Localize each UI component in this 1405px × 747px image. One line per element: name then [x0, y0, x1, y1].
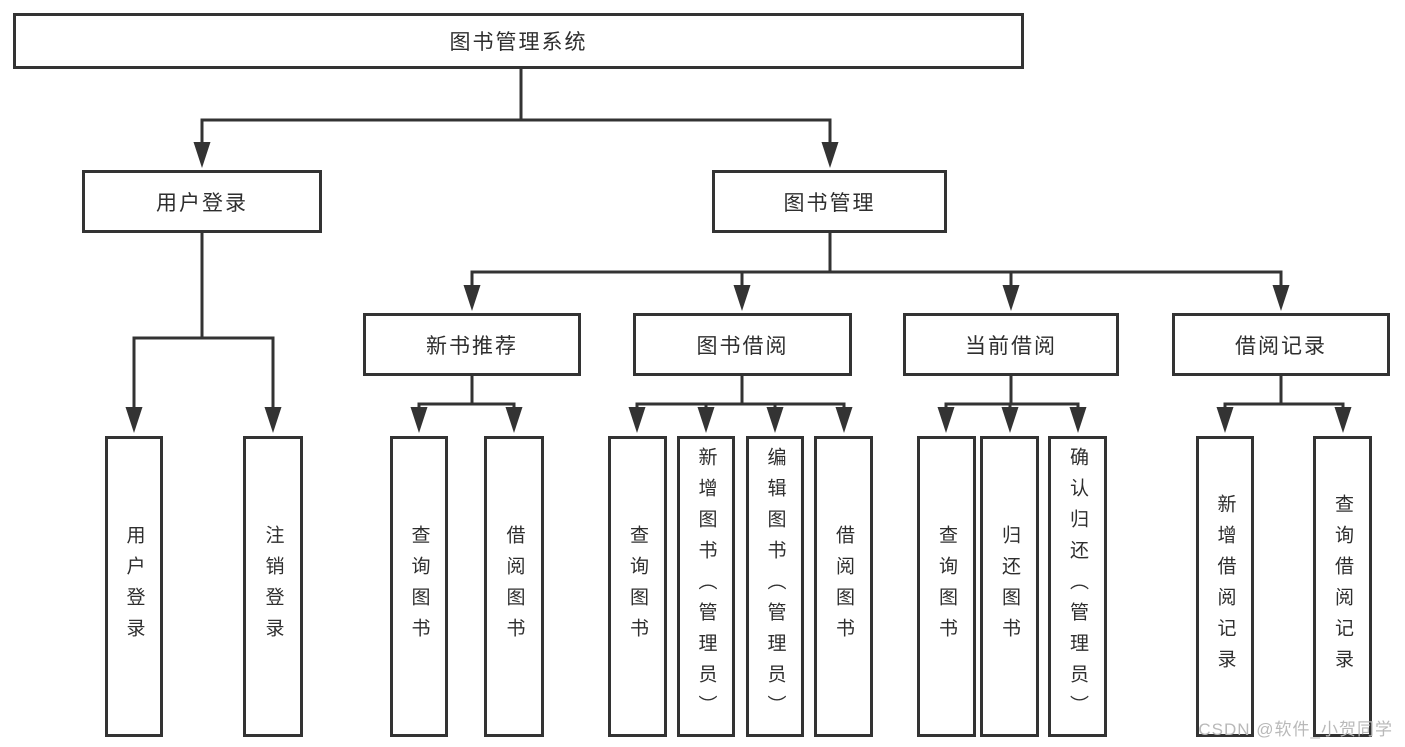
leaf-borrowing-edit-book-admin: 编辑图书（管理员）: [746, 436, 804, 737]
leaf-current-query-books-label: 查询图书: [936, 524, 957, 649]
node-current-borrowing: 当前借阅: [903, 313, 1119, 376]
leaf-recommend-query-books: 查询图书: [390, 436, 448, 737]
node-new-book-recommendation-label: 新书推荐: [426, 334, 518, 358]
leaf-borrowing-edit-book-admin-label: 编辑图书（管理员）: [764, 447, 786, 726]
leaf-borrowing-add-book-admin: 新增图书（管理员）: [677, 436, 735, 737]
leaf-current-confirm-return-admin-label: 确认归还（管理员）: [1067, 447, 1088, 726]
node-library-system: 图书管理系统: [13, 13, 1024, 69]
node-user-login: 用户登录: [82, 170, 322, 233]
leaf-user-login-label: 用户登录: [123, 524, 145, 649]
node-book-borrowing-label: 图书借阅: [696, 334, 789, 358]
node-library-system-label: 图书管理系统: [449, 31, 588, 54]
leaf-records-query-record: 查询借阅记录: [1313, 436, 1372, 737]
leaf-recommend-borrow-books: 借阅图书: [484, 436, 544, 737]
node-borrowing-records-label: 借阅记录: [1235, 334, 1327, 358]
node-current-borrowing-label: 当前借阅: [965, 334, 1057, 358]
node-new-book-recommendation: 新书推荐: [363, 313, 581, 376]
node-book-management: 图书管理: [712, 170, 947, 233]
leaf-logout-login: 注销登录: [243, 436, 303, 737]
leaf-borrowing-query-books-label: 查询图书: [627, 524, 648, 649]
node-book-management-label: 图书管理: [783, 191, 876, 215]
leaf-recommend-query-books-label: 查询图书: [408, 524, 430, 649]
leaf-borrowing-borrow-books: 借阅图书: [814, 436, 873, 737]
leaf-borrowing-add-book-admin-label: 新增图书（管理员）: [695, 447, 717, 726]
leaf-recommend-borrow-books-label: 借阅图书: [503, 524, 525, 649]
node-borrowing-records: 借阅记录: [1172, 313, 1390, 376]
leaf-current-query-books: 查询图书: [917, 436, 976, 737]
leaf-logout-login-label: 注销登录: [262, 524, 284, 649]
leaf-records-add-record-label: 新增借阅记录: [1214, 493, 1236, 680]
leaf-borrowing-borrow-books-label: 借阅图书: [833, 524, 854, 649]
leaf-current-return-books-label: 归还图书: [999, 524, 1020, 649]
leaf-borrowing-query-books: 查询图书: [608, 436, 667, 737]
leaf-user-login: 用户登录: [105, 436, 163, 737]
leaf-current-confirm-return-admin: 确认归还（管理员）: [1048, 436, 1107, 737]
leaf-records-query-record-label: 查询借阅记录: [1332, 493, 1353, 680]
leaf-current-return-books: 归还图书: [980, 436, 1039, 737]
node-book-borrowing: 图书借阅: [633, 313, 852, 376]
node-user-login-label: 用户登录: [156, 191, 248, 215]
leaf-records-add-record: 新增借阅记录: [1196, 436, 1254, 737]
csdn-watermark: CSDN @软件_小贺同学: [1198, 720, 1393, 739]
